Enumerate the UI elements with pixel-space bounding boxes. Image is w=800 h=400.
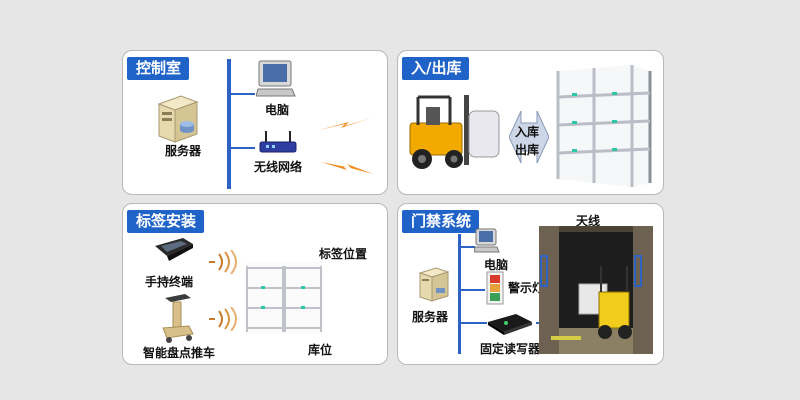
radio-wave-icon	[205, 250, 243, 274]
in-out-double-arrow	[509, 103, 549, 171]
panel-tag-install: 标签安装 手持终端 智能盘点推车	[122, 203, 388, 365]
handheld-label: 手持终端	[145, 275, 194, 289]
link-computer	[461, 246, 475, 248]
warning-light-label: 警示灯	[508, 281, 545, 295]
arrow-label-in: 入库	[515, 125, 540, 139]
signal-bolt-icon	[321, 158, 373, 176]
link-wireless	[231, 147, 255, 149]
panel-title-control-room: 控制室	[127, 57, 190, 80]
radio-wave-icon	[205, 307, 243, 331]
server-label: 服务器	[165, 144, 202, 158]
handheld-terminal-icon	[153, 234, 195, 264]
tag-position-label: 标签位置	[319, 247, 368, 261]
cart-label: 智能盘点推车	[143, 346, 216, 360]
fixed-reader-icon	[486, 312, 534, 336]
arrow-label-out: 出库	[515, 143, 540, 157]
storage-label: 库位	[308, 343, 333, 357]
network-backbone	[458, 234, 461, 354]
panel-title-in-out: 入/出库	[402, 57, 470, 80]
panel-title-tag-install: 标签安装	[127, 210, 205, 233]
inventory-cart-icon	[161, 292, 195, 344]
server-label: 服务器	[412, 310, 449, 324]
warning-light-icon	[486, 271, 504, 305]
panel-in-out: 入/出库 入库 出库	[397, 50, 664, 195]
link-reader	[461, 322, 487, 324]
server-icon	[416, 266, 450, 304]
link-warning-light	[461, 289, 485, 291]
warehouse-gate-photo	[539, 226, 653, 354]
panel-access-control: 门禁系统 服务器 电脑 警示灯	[397, 203, 664, 365]
wireless-label: 无线网络	[254, 160, 303, 174]
storage-rack-icon	[554, 61, 654, 189]
computer-label: 电脑	[265, 103, 290, 117]
tagged-rack-icon	[245, 262, 323, 334]
computer-icon	[474, 228, 500, 254]
panel-title-access-control: 门禁系统	[402, 210, 480, 233]
antenna-label: 天线	[576, 214, 601, 228]
wireless-router-icon	[258, 129, 298, 155]
network-backbone	[227, 59, 231, 189]
forklift-icon	[404, 93, 504, 175]
link-computer	[231, 93, 255, 95]
computer-icon	[256, 59, 296, 99]
reader-label: 固定读写器	[480, 342, 541, 356]
signal-bolt-icon	[319, 116, 371, 134]
server-icon	[151, 94, 201, 146]
panel-control-room: 控制室 服务器 电脑 无	[122, 50, 388, 195]
computer-label: 电脑	[484, 258, 509, 272]
